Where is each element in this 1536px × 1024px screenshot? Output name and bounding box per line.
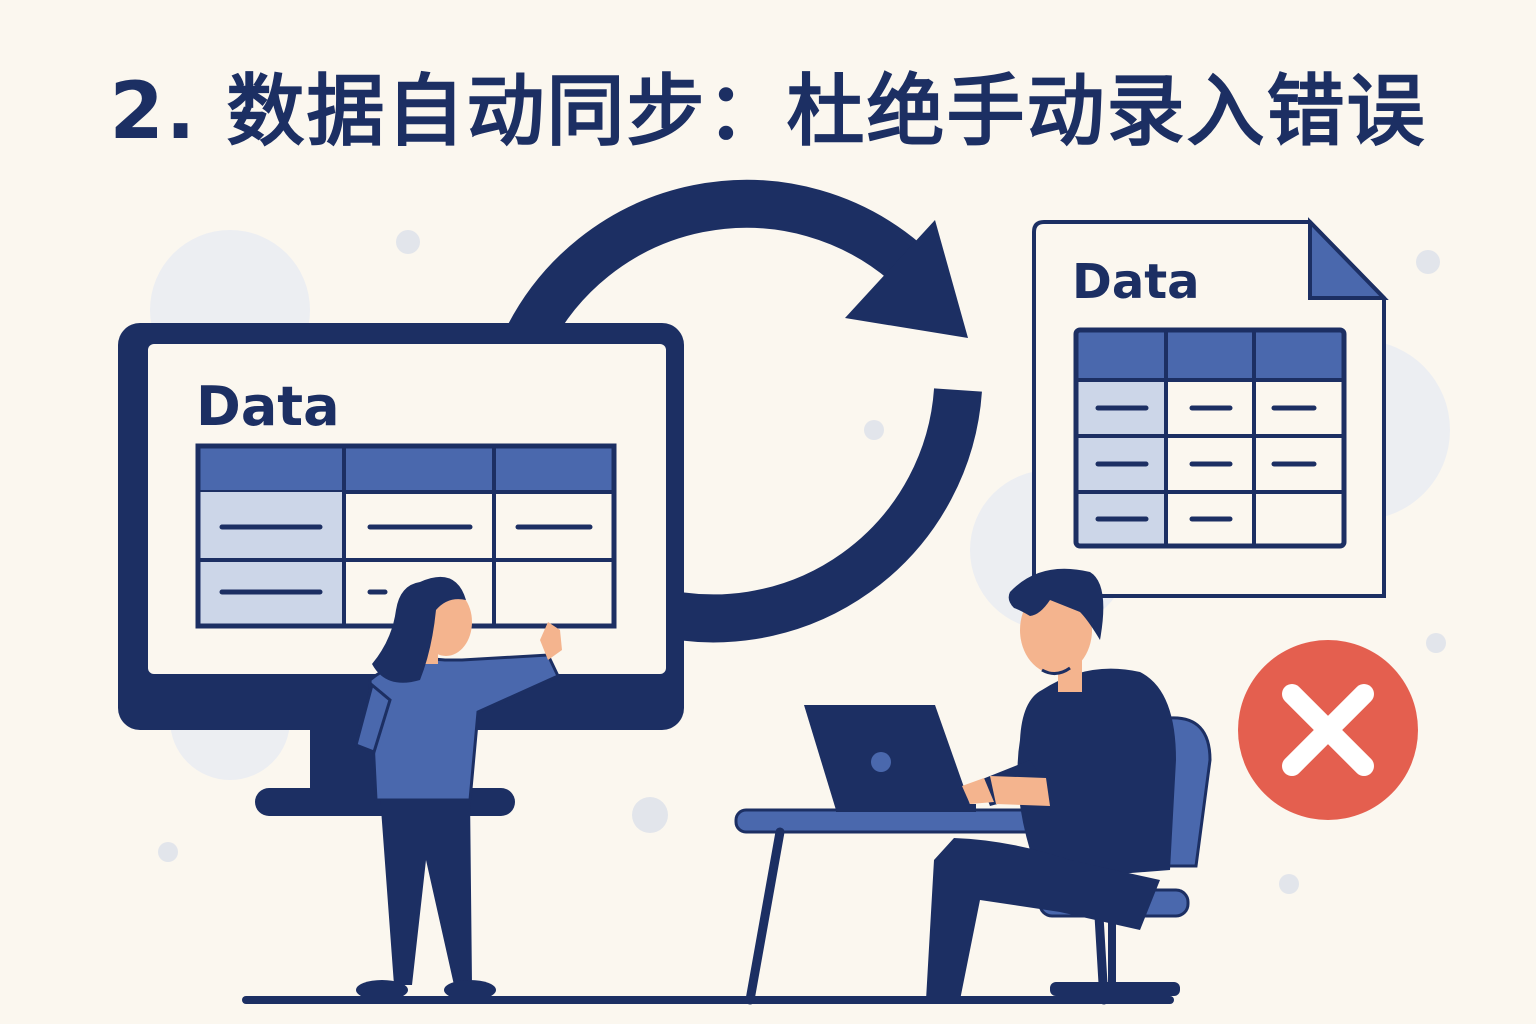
- error-x-icon: [1238, 640, 1418, 820]
- page-title: 2. 数据自动同步：杜绝手动录入错误: [109, 67, 1427, 157]
- floor-line: [242, 996, 1174, 1004]
- man-figure: [926, 568, 1212, 1000]
- woman-figure: [354, 576, 562, 1000]
- document-icon: Data: [1032, 217, 1389, 598]
- document-data-label: Data: [1072, 254, 1200, 310]
- monitor-data-label: Data: [196, 375, 340, 438]
- laptop-icon: [804, 705, 976, 812]
